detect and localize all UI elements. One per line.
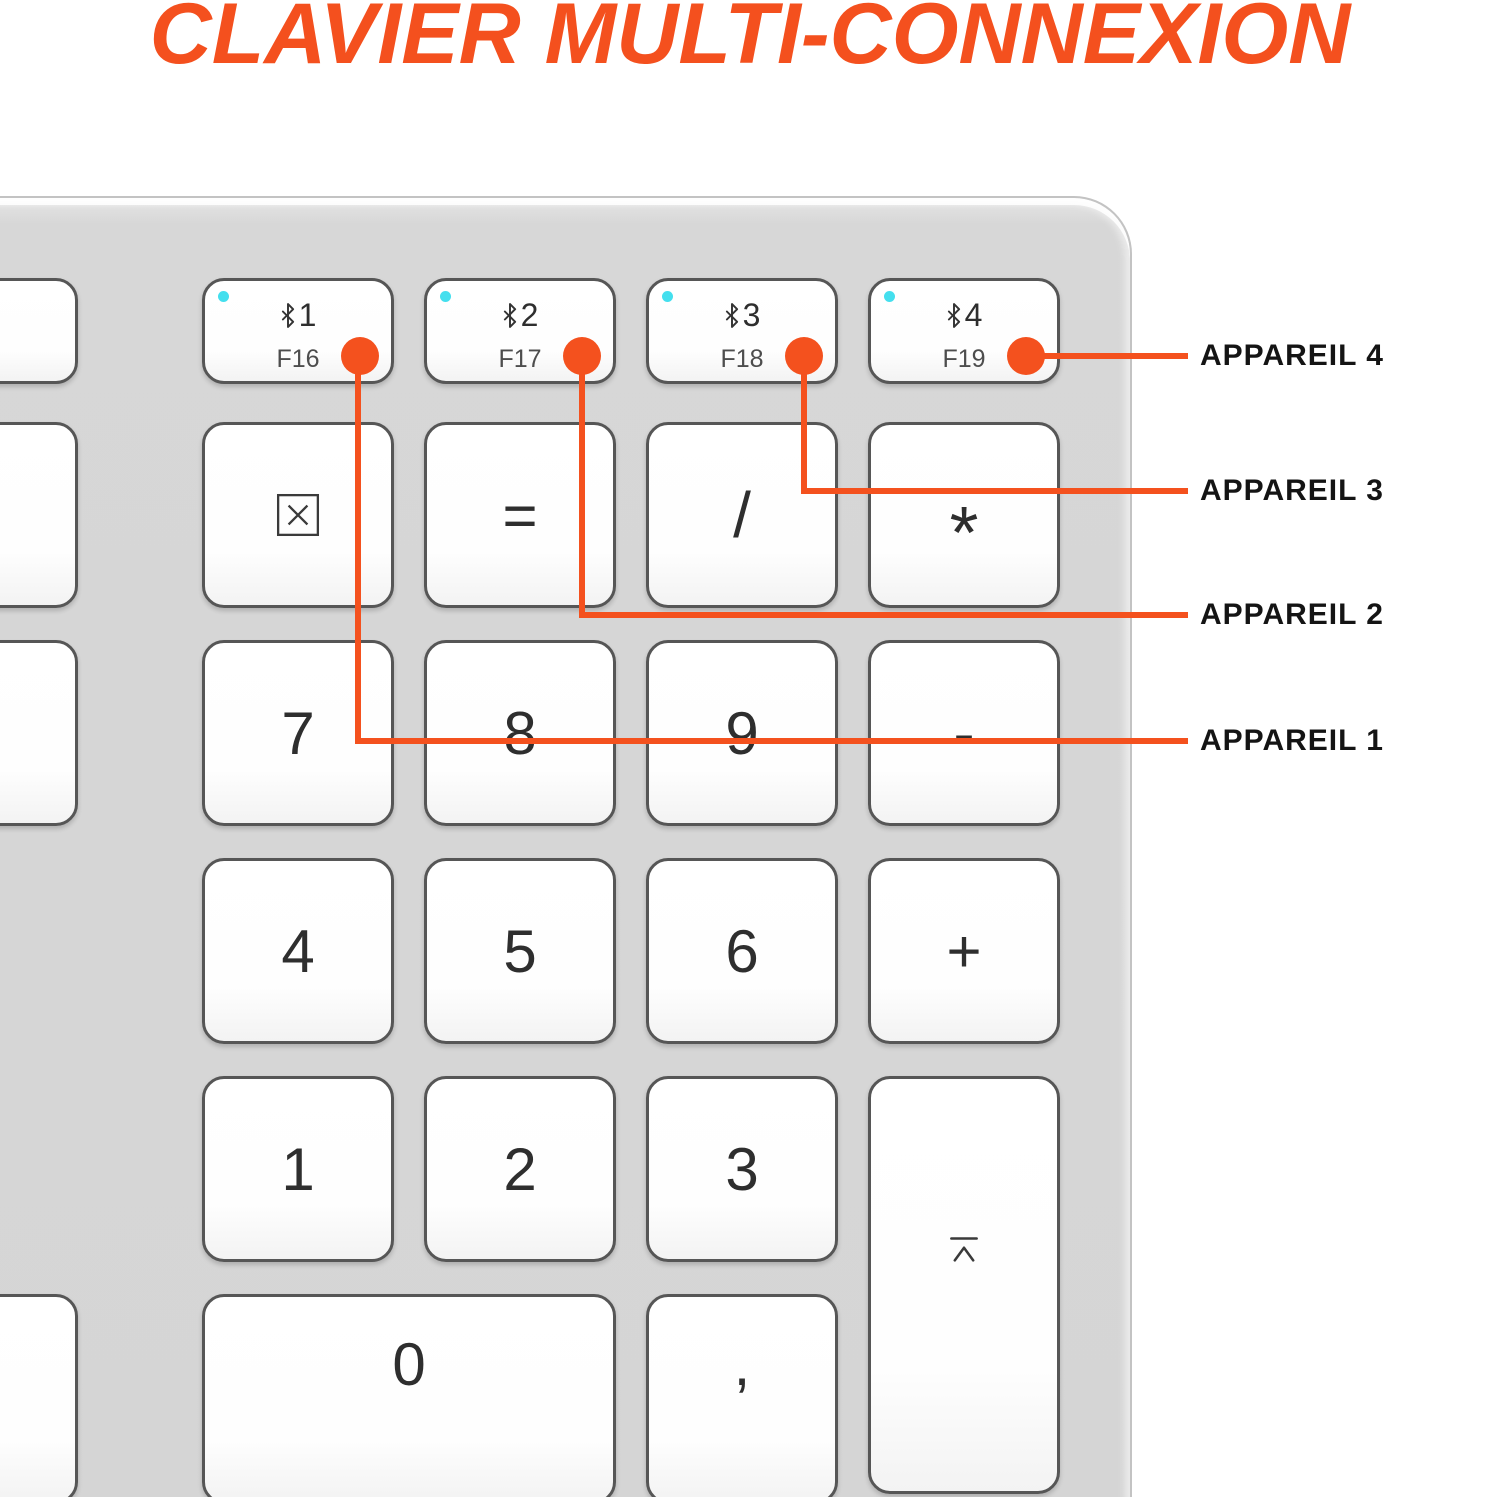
bluetooth-icon	[947, 303, 960, 328]
callout-line-appareil-3	[801, 488, 1188, 494]
callout-label-appareil-2: APPAREIL 2	[1200, 598, 1384, 631]
key-4: 4	[202, 858, 394, 1044]
key-comma: ,	[646, 1294, 838, 1497]
key-plus: +	[868, 858, 1060, 1044]
fkey-label: F16	[276, 345, 320, 373]
page-title: CLAVIER MULTI-CONNEXION	[149, 0, 1351, 82]
callout-line-appareil-3	[801, 356, 807, 494]
key-divide: /	[646, 422, 838, 608]
callout-line-appareil-2	[579, 356, 585, 618]
key-enter	[868, 1076, 1060, 1494]
bluetooth-icon	[281, 303, 294, 328]
key-3: 3	[646, 1076, 838, 1262]
key-minus: -	[868, 640, 1060, 826]
fkey-label: F17	[498, 345, 542, 373]
channel-number: 1	[298, 297, 317, 333]
callout-dot-f19	[1007, 337, 1045, 375]
key-9: 9	[646, 640, 838, 826]
partial-key	[0, 1294, 78, 1497]
partial-key	[0, 640, 78, 826]
callout-dot-f16	[341, 337, 379, 375]
key-1: 1	[202, 1076, 394, 1262]
key-2: 2	[424, 1076, 616, 1262]
channel-number: 3	[742, 297, 761, 333]
key-equals: =	[424, 422, 616, 608]
key-7: 7	[202, 640, 394, 826]
bluetooth-icon	[503, 303, 516, 328]
callout-label-appareil-3: APPAREIL 3	[1200, 474, 1384, 507]
callout-label-appareil-4: APPAREIL 4	[1200, 339, 1384, 372]
channel-number: 2	[520, 297, 539, 333]
partial-key	[0, 422, 78, 608]
key-5: 5	[424, 858, 616, 1044]
fkey-label: F18	[720, 345, 764, 373]
status-led	[662, 291, 673, 302]
callout-dot-f18	[785, 337, 823, 375]
callout-line-appareil-1	[355, 356, 361, 744]
status-led	[884, 291, 895, 302]
key-8: 8	[424, 640, 616, 826]
key-6: 6	[646, 858, 838, 1044]
channel-number: 4	[964, 297, 983, 333]
callout-line-appareil-4	[1026, 353, 1188, 359]
key-clear	[202, 422, 394, 608]
status-led	[218, 291, 229, 302]
callout-dot-f17	[563, 337, 601, 375]
clear-square-x-icon	[276, 493, 320, 537]
numpad-enter-icon	[950, 1237, 978, 1262]
callout-label-appareil-1: APPAREIL 1	[1200, 724, 1384, 757]
bluetooth-icon	[725, 303, 738, 328]
fkey-label: F19	[942, 345, 986, 373]
partial-key	[0, 278, 78, 384]
callout-line-appareil-2	[579, 612, 1188, 618]
key-0: 0	[202, 1294, 616, 1497]
status-led	[440, 291, 451, 302]
key-multiply: *	[868, 422, 1060, 608]
callout-line-appareil-1	[355, 738, 1188, 744]
